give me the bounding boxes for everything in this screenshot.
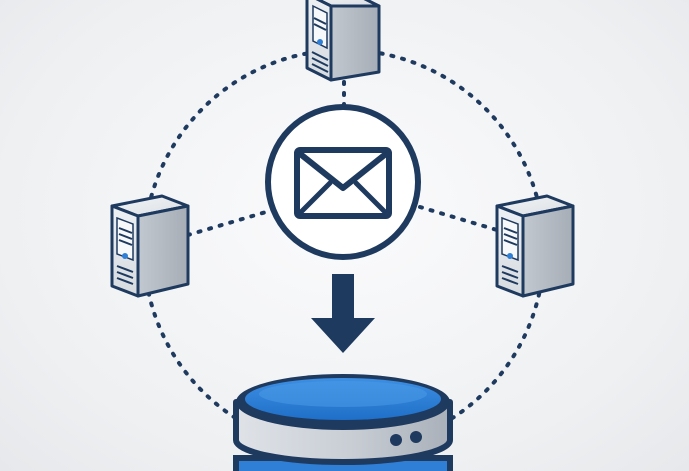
status-light (390, 434, 402, 446)
server-icon (110, 194, 190, 298)
server-left (110, 194, 190, 298)
server-right (495, 194, 575, 298)
down-arrow-icon (311, 274, 375, 353)
connector-left (186, 210, 268, 237)
database-icon (233, 374, 453, 471)
message-hub (265, 104, 421, 260)
status-light (410, 431, 422, 443)
server-top (305, 0, 381, 82)
database (233, 374, 453, 471)
server-icon (305, 0, 381, 82)
envelope-icon (294, 147, 392, 219)
connector-right (418, 205, 499, 232)
server-icon (495, 194, 575, 298)
